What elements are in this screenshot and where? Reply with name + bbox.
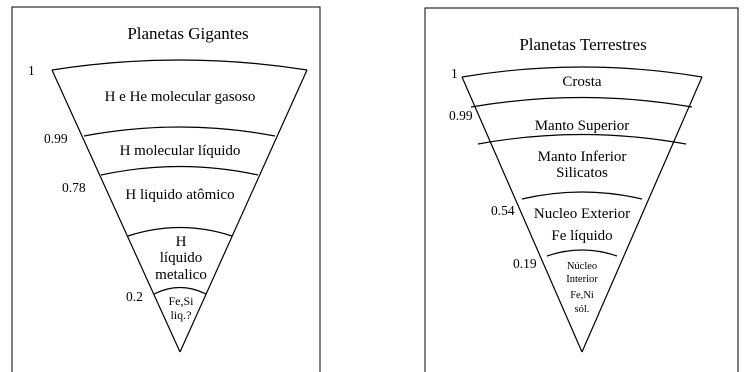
terrestrial-core-composition: Fe,Ni: [570, 290, 594, 301]
terrestrial-core-nucleo: Núcleo: [567, 261, 597, 272]
terrestrial-radius-099: 0.99: [449, 108, 473, 123]
giants-core-state: liq.?: [171, 308, 192, 322]
giants-surface-arc: [52, 60, 307, 70]
giants-core-composition: Fe,Si: [168, 294, 194, 308]
giants-radius-02: 0.2: [126, 289, 143, 304]
terrestrial-core-arc: [547, 250, 617, 256]
giants-layer-metallic-label: metalico: [155, 267, 207, 283]
giants-layer-metallic-liquid: líquido: [160, 250, 203, 266]
terrestrial-core-interior: Interior: [566, 274, 598, 285]
giants-cone-right-edge: [180, 70, 307, 352]
terrestrial-title: Planetas Terrestres: [519, 35, 646, 54]
terrestrial-layer-silicates: Silicatos: [556, 165, 608, 181]
giants-cone-left-edge: [52, 70, 180, 352]
giants-arc-099: [84, 127, 275, 136]
terrestrial-layer-lower-mantle: Manto Inferior: [538, 149, 627, 165]
giants-radius-099: 0.99: [44, 131, 68, 146]
terrestrial-radius-019: 0.19: [513, 256, 537, 271]
giants-layer-metallic-h: H: [176, 234, 187, 250]
terrestrial-radius-1: 1: [451, 66, 458, 81]
terrestrial-core-state: sól.: [575, 304, 590, 315]
terrestrial-arc-099: [471, 98, 692, 108]
giants-layer-molecular-liquid: H molecular líquido: [120, 143, 241, 159]
giants-layer-molecular-gas: H e He molecular gasoso: [105, 89, 256, 105]
giants-radius-078: 0.78: [62, 180, 86, 195]
terrestrial-layer-liquid-iron: Fe líquido: [551, 228, 612, 244]
giants-radius-1: 1: [28, 63, 35, 78]
terrestrial-arc-054: [522, 192, 642, 199]
terrestrial-layer-outer-core: Nucleo Exterior: [534, 206, 630, 222]
terrestrial-frame: [425, 8, 738, 372]
giants-layer-atomic-liquid: H liquido atômico: [125, 187, 234, 203]
terrestrial-layer-crust: Crosta: [562, 74, 602, 90]
giants-title: Planetas Gigantes: [127, 24, 248, 43]
terrestrial-layer-upper-mantle: Manto Superior: [535, 118, 630, 134]
terrestrial-panel: Planetas Terrestres 1 0.99 0.54 0.19 Cro…: [425, 8, 738, 372]
giants-arc-078: [101, 167, 258, 176]
terrestrial-radius-054: 0.54: [491, 203, 515, 218]
giants-panel: Planetas Gigantes 1 0.99 0.78 0.2 H e He…: [12, 7, 320, 372]
terrestrial-arc-manto: [478, 135, 686, 145]
